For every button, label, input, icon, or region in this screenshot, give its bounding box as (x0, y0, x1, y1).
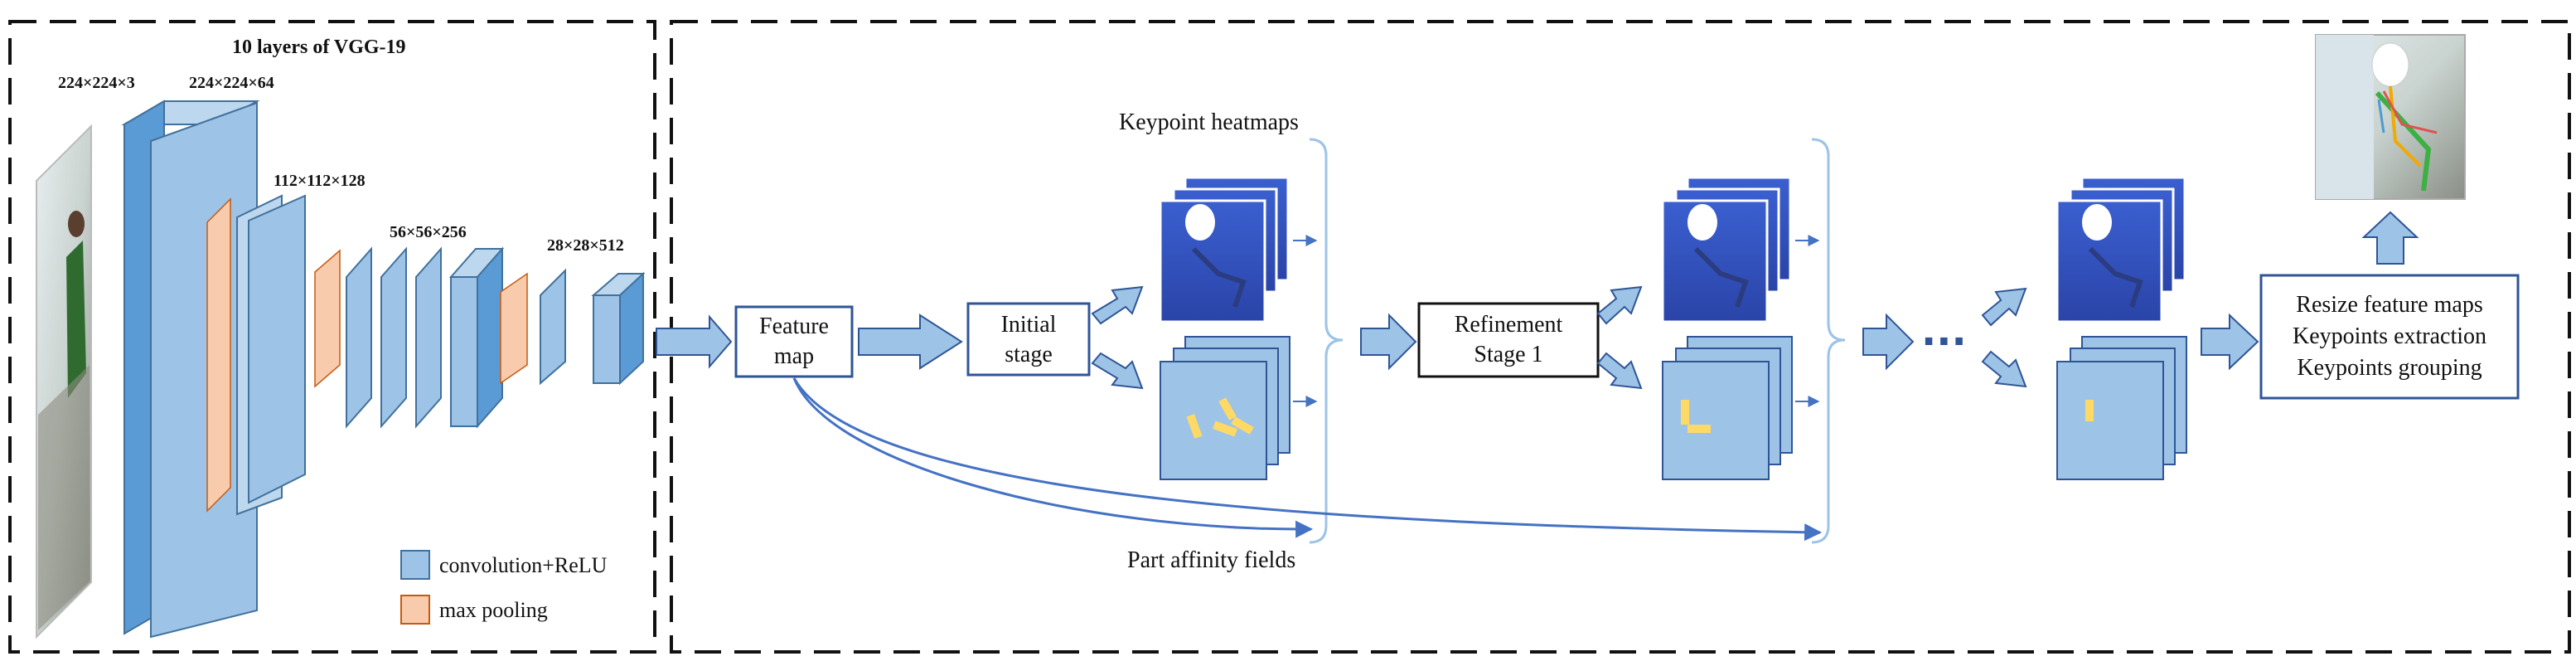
arrow-feature-to-initial (858, 314, 963, 370)
arrow-refinement-to-heatmaps (1596, 285, 1643, 325)
arrow-to-refinement (1360, 313, 1417, 371)
legend-conv-label: convolution+ReLU (439, 553, 608, 577)
heatmaps-label: Keypoint heatmaps (1119, 109, 1299, 135)
final-step-grouping: Keypoints grouping (2297, 355, 2482, 381)
output-image (2315, 34, 2466, 200)
legend-pool-swatch (400, 595, 430, 625)
legend: convolution+ReLU max pooling (400, 550, 608, 625)
legend-conv-swatch (400, 550, 430, 580)
arrow-initial-to-paf (1091, 352, 1144, 390)
arrow-ellipsis-to-paf (1981, 350, 2027, 388)
arrow-to-ellipsis (1862, 313, 1915, 371)
dim-label-conv4: 28×28×512 (547, 236, 624, 255)
paf-stack-3 (2056, 336, 2187, 480)
bracket-1 (1309, 138, 1344, 544)
skip-line-to-paf1 (792, 377, 1314, 538)
heatmap-stack-3 (2055, 176, 2186, 323)
initial-stage-label-2: stage (1005, 342, 1053, 367)
arrow-to-final-box (2201, 313, 2259, 371)
feature-map-box (734, 305, 854, 378)
paf-label: Part affinity fields (1127, 547, 1295, 573)
refinement-label-1: Refinement (1455, 312, 1563, 338)
skip-line-to-paf2 (792, 377, 1823, 542)
bracket-2 (1811, 138, 1846, 544)
initial-stage-box (966, 302, 1091, 377)
dim-label-conv1: 224×224×64 (189, 74, 274, 92)
feature-map-label-1: Feature (759, 314, 829, 339)
arrow-up-to-output (2361, 211, 2419, 265)
arrow-refinement-to-paf (1596, 352, 1643, 390)
vgg-title: 10 layers of VGG-19 (232, 36, 406, 58)
paf-stack-2 (1662, 336, 1793, 480)
arrow-initial-to-heatmaps (1091, 285, 1144, 325)
paf-stack-1 (1160, 336, 1290, 480)
heatmap-stack-1 (1159, 176, 1290, 323)
dim-label-conv2: 112×112×128 (274, 172, 366, 190)
conv-block-2 (236, 194, 306, 516)
final-steps-box (2259, 274, 2520, 400)
conv-block-4 (540, 268, 646, 386)
refinement-label-2: Stage 1 (1474, 342, 1542, 367)
initial-stage-label-1: Initial (1001, 312, 1057, 338)
pool-layer-1 (206, 197, 231, 513)
final-step-extraction: Keypoints extraction (2293, 323, 2486, 349)
conv-block-3 (346, 246, 505, 429)
pool-layer-2 (314, 249, 341, 388)
vgg-panel (8, 20, 656, 654)
arrow-vgg-to-feature (656, 314, 733, 369)
input-image (36, 124, 92, 639)
final-step-resize: Resize feature maps (2296, 292, 2482, 318)
refinement-box (1417, 302, 1600, 378)
dim-label-input: 224×224×3 (58, 74, 135, 92)
arrow-ellipsis-to-heatmaps (1981, 287, 2027, 327)
ellipsis: ··· (1921, 318, 1967, 365)
feature-map-label-2: map (774, 343, 814, 369)
pool-layer-3 (500, 272, 528, 385)
heatmap-stack-2 (1661, 176, 1792, 323)
legend-pool-label: max pooling (439, 598, 548, 622)
dim-label-conv3: 56×56×256 (390, 223, 467, 241)
